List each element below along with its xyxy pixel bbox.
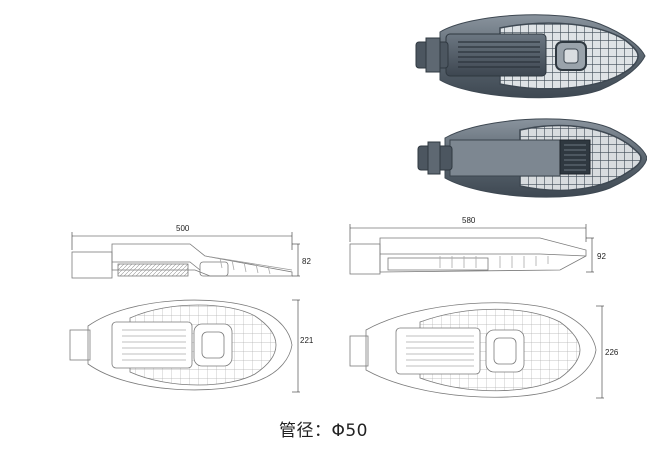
small-side-height-label: 82 xyxy=(302,257,311,266)
large-side-length-label: 580 xyxy=(462,216,476,225)
small-top-dimensions xyxy=(292,299,300,393)
large-side-height-label: 92 xyxy=(597,252,606,261)
large-side-dimensions xyxy=(349,224,594,273)
small-top-width-label: 221 xyxy=(300,336,314,345)
large-side-view-drawing xyxy=(349,237,587,275)
large-top-dimensions xyxy=(596,305,604,399)
large-top-width-label: 226 xyxy=(605,348,619,357)
small-top-view-drawing xyxy=(69,299,293,391)
small-side-dimensions xyxy=(71,232,300,277)
small-side-view-drawing xyxy=(71,243,293,279)
top-view-photo xyxy=(415,14,646,99)
small-side-length-label: 500 xyxy=(176,224,190,233)
bottom-view-photo xyxy=(417,118,647,198)
pipe-diameter-caption: 管径：Φ50 xyxy=(278,421,368,441)
large-top-view-drawing xyxy=(349,302,597,398)
